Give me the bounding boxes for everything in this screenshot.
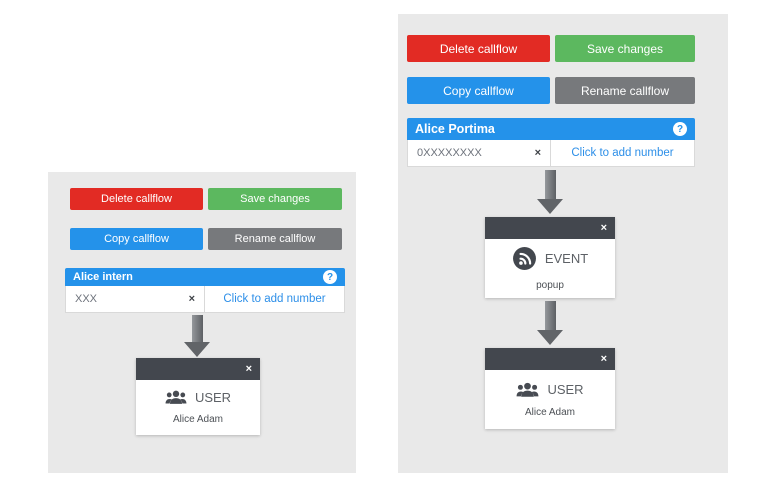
flow-arrow-head [537,330,563,345]
add-number-link[interactable]: Click to add number [571,147,674,159]
node-body: EVENT popup [485,239,615,298]
flow-arrow [537,170,563,214]
add-number-cell: Click to add number [205,286,344,312]
callflow-number[interactable]: XXX [75,293,98,305]
node-header: × [136,358,260,380]
add-number-cell: Click to add number [551,140,694,166]
callflow-titlebar: Alice intern ? [65,268,345,286]
flow-arrow-head [537,199,563,214]
node-header: × [485,217,615,239]
close-icon[interactable]: × [600,352,607,365]
add-number-link[interactable]: Click to add number [223,293,326,305]
number-cell: XXX × [66,286,205,312]
node-type-label: EVENT [544,251,589,266]
flow-node-user: × USER Alice Adam [136,358,260,435]
users-icon [517,382,539,397]
save-changes-button[interactable]: Save changes [555,35,695,62]
copy-callflow-button[interactable]: Copy callflow [70,228,203,250]
number-cell: 0XXXXXXXX × [408,140,551,166]
callflow-titlebar: Alice Portima ? [407,118,695,140]
node-subtitle: Alice Adam [524,406,576,418]
rss-icon [512,247,536,270]
node-body: USER Alice Adam [136,380,260,435]
flow-arrow [537,301,563,345]
node-type-label: USER [194,390,232,405]
flow-arrow [184,315,210,357]
callflow-panel-right: Delete callflow Save changes Copy callfl… [398,14,728,473]
flow-node-event: × EVENT popup [485,217,615,298]
flow-arrow-head [184,342,210,357]
rename-callflow-button[interactable]: Rename callflow [555,77,695,104]
copy-callflow-button[interactable]: Copy callflow [407,77,550,104]
flow-node-user: × USER Alice Adam [485,348,615,429]
remove-number-icon[interactable]: × [534,146,541,159]
close-icon[interactable]: × [245,362,252,375]
node-type-row: USER [165,390,231,405]
close-icon[interactable]: × [600,221,607,234]
callflow-number[interactable]: 0XXXXXXXX [417,147,482,159]
node-subtitle: popup [536,280,564,291]
save-changes-button[interactable]: Save changes [208,188,342,210]
help-icon[interactable]: ? [323,270,337,284]
users-icon [165,390,187,404]
callflow-title: Alice intern [73,271,133,283]
remove-number-icon[interactable]: × [188,292,195,305]
node-type-label: USER [547,382,584,397]
flow-arrow-shaft [544,170,556,199]
node-subtitle: Alice Adam [172,414,224,425]
help-icon[interactable]: ? [673,122,687,136]
number-row: XXX × Click to add number [65,286,345,313]
node-type-row: USER [516,382,584,398]
number-row: 0XXXXXXXX × Click to add number [407,140,695,167]
node-type-row: EVENT [512,246,588,271]
flow-arrow-shaft [544,301,556,330]
node-body: USER Alice Adam [485,370,615,429]
node-header: × [485,348,615,370]
flow-arrow-shaft [191,315,203,342]
callflow-title: Alice Portima [415,122,495,136]
delete-callflow-button[interactable]: Delete callflow [407,35,550,62]
callflow-panel-left: Delete callflow Save changes Copy callfl… [48,172,356,473]
rename-callflow-button[interactable]: Rename callflow [208,228,342,250]
delete-callflow-button[interactable]: Delete callflow [70,188,203,210]
